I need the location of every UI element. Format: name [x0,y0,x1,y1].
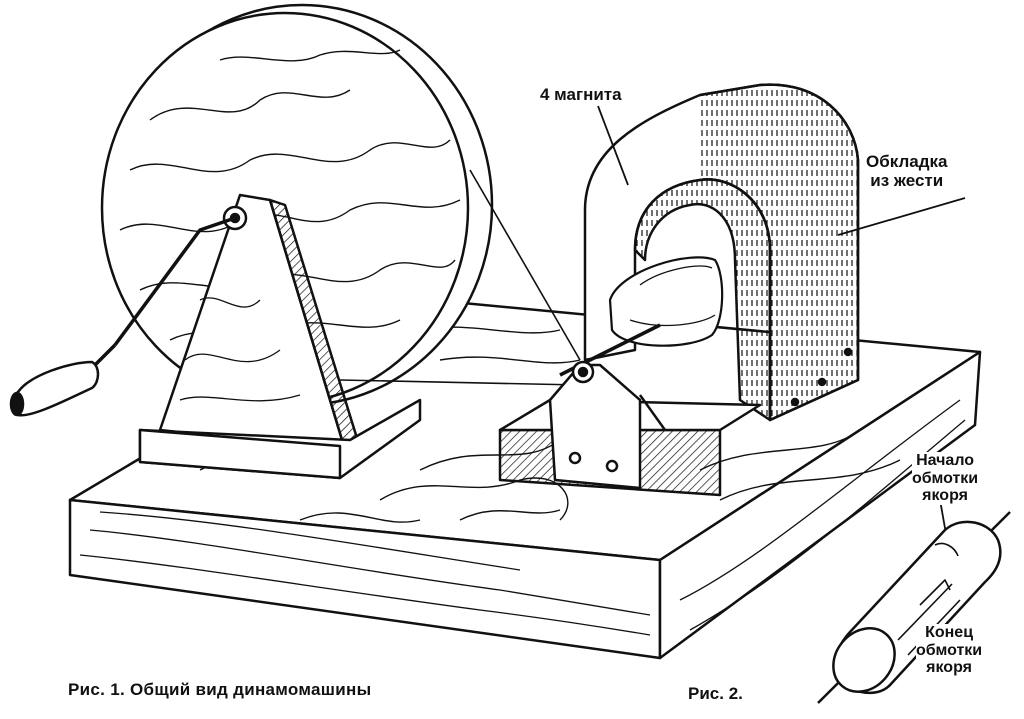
bearing-bracket [498,360,762,497]
winding-start-line2: обмотки [912,469,979,487]
winding-end-label: Конец обмотки якоря [916,624,983,677]
winding-end-line2: обмотки [916,641,983,659]
wheel-stand [138,193,422,480]
drive-belt [339,169,581,386]
tin-plating-line1: Обкладка [866,152,948,171]
crank-handle [9,216,236,417]
tin-plating-line2: из жести [870,170,944,190]
figure-1-caption: Рис. 1. Общий вид динамомашины [68,680,372,699]
figure-2-caption: Рис. 2. [688,684,743,703]
winding-start-line3: якоря [922,487,968,505]
tin-plating-label: Обкладка из жести [866,152,948,191]
winding-start-label: Начало обмотки якоря [912,452,979,505]
winding-start-line1: Начало [916,452,975,469]
horseshoe-magnet [583,83,860,422]
armature-detail [817,511,1011,704]
magnets-label: 4 магнита [540,85,622,105]
winding-end-line1: Конец [925,624,974,641]
winding-end-line3: якоря [926,659,972,677]
